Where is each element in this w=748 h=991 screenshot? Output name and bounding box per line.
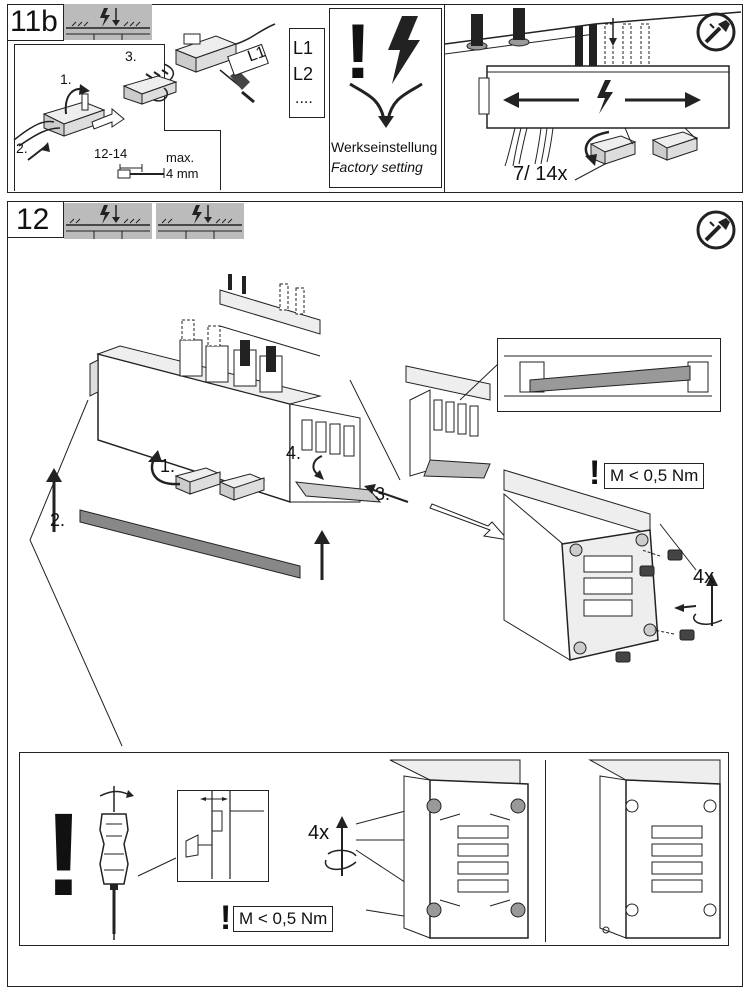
connector-insert-illustration: [13, 63, 178, 179]
merge-arrows-icon: [349, 82, 423, 128]
phase-l2: L2: [293, 64, 314, 84]
factory-setting-en: Factory setting: [331, 159, 423, 175]
rail-detail-illustration: [504, 355, 712, 397]
warning-exclamation-icon: !: [589, 454, 601, 492]
torque-label: M < 0,5 Nm: [604, 463, 705, 489]
rail-detail-box: [497, 338, 721, 412]
phase-connector-illustration: [174, 23, 276, 104]
detail-screw-count: 4x: [308, 822, 330, 844]
end-cap-with-screws-illustration: [389, 759, 529, 939]
phase-l1: L1: [293, 38, 314, 58]
wire-count: 7/ 14x: [513, 163, 568, 185]
lightning-icon: [388, 16, 420, 84]
assembly-step-2: 2.: [50, 510, 66, 530]
power-off-icon: [64, 4, 152, 40]
insert-step-2: 2.: [16, 140, 28, 156]
warning-exclamation-icon: !: [220, 899, 232, 937]
end-cap-screws-illustration: [503, 469, 723, 663]
strip-length-label: 12-14: [94, 146, 128, 161]
housing-wiring-illustration: [444, 8, 742, 181]
insert-step-3: 3.: [125, 48, 137, 64]
warning-exclamation-icon: !: [345, 7, 371, 95]
slide-arrows-icon: [429, 503, 510, 541]
screwdriver-tool-icon: [696, 12, 736, 52]
screwdriver-tool-icon: [696, 210, 736, 250]
rotation-arrow-icon: [324, 816, 357, 876]
assembly-step-1: 1.: [160, 456, 176, 476]
gap-detail-box: [177, 790, 269, 882]
screwdriver-icon: [99, 786, 134, 940]
screw-count: 4x: [693, 566, 715, 588]
factory-setting-box: [329, 8, 442, 188]
step-11b-number-box: [7, 4, 64, 41]
detail-leader-line: [137, 857, 177, 877]
housing-assembly-illustration: [29, 274, 409, 747]
gap-detail-illustration: [185, 791, 264, 879]
assembly-step-3: 3.: [375, 484, 391, 504]
step-11b-number: 11b: [10, 5, 58, 38]
step-12-number: 12: [16, 203, 50, 236]
detail-leader-line: [349, 363, 499, 481]
max-label: max.: [166, 150, 195, 165]
power-off-icon: [64, 203, 244, 239]
step-12-number-box: [7, 201, 64, 238]
max-value: 4 mm: [166, 166, 199, 181]
insert-step-1: 1.: [60, 71, 72, 87]
assembly-step-4: 4.: [286, 443, 302, 463]
detail-torque-label: M < 0,5 Nm: [233, 906, 334, 932]
phase-list-box: [289, 28, 325, 118]
warning-exclamation-icon: !: [44, 789, 84, 921]
end-cap-closed-illustration: [588, 759, 721, 939]
phase-more: ....: [295, 90, 313, 107]
connector-insert-box: [14, 44, 165, 191]
factory-setting-de: Werkseinstellung: [331, 139, 438, 155]
